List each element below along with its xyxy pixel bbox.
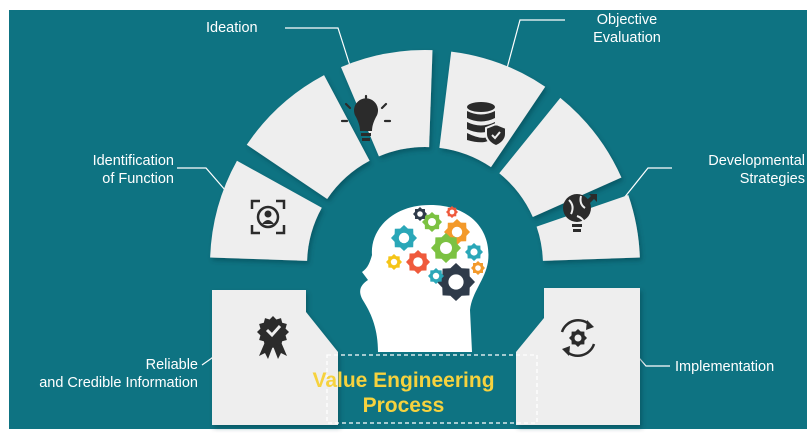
- label-identification-line2: of Function: [102, 171, 174, 187]
- gear-hole: [417, 211, 423, 217]
- gear-hole: [432, 272, 440, 280]
- gear-hole: [440, 242, 452, 254]
- connector-objective: [505, 19, 565, 73]
- lightbulb-icon: [340, 94, 392, 141]
- gear-hole: [451, 226, 463, 238]
- label-reliable-line2: and Credible Information: [39, 375, 198, 391]
- gear-hole: [475, 265, 481, 271]
- label-reliable-line1: Reliable: [145, 357, 198, 373]
- gear-hole: [448, 274, 464, 290]
- diagram-title-line1: Value Engineering: [312, 369, 495, 392]
- label-reliable-credible-information: Reliable and Credible Information: [20, 356, 198, 392]
- diagram-title: Value Engineering Process: [0, 368, 807, 418]
- segment-identification: [246, 75, 370, 200]
- gear-hole: [470, 248, 478, 256]
- cycle-gear-icon: [560, 318, 596, 358]
- label-objective-line2: Evaluation: [593, 30, 661, 46]
- label-objective-line1: Objective: [596, 12, 658, 28]
- connector-ideation: [285, 27, 353, 73]
- gear-hole: [398, 232, 410, 244]
- ring-segments: [210, 49, 640, 425]
- label-identification-of-function: Identification of Function: [62, 152, 174, 188]
- award-badge-icon: [257, 316, 289, 359]
- gear-hole: [449, 209, 455, 215]
- globe-bulb-icon: [563, 194, 597, 232]
- segment-developmental: [499, 97, 622, 218]
- focus-user-icon: [250, 199, 286, 235]
- connector-identification: [177, 167, 233, 199]
- title-dashed-box: [326, 354, 538, 424]
- label-developmental-line2: Strategies: [739, 171, 805, 187]
- segment-implementation: [536, 195, 640, 261]
- label-identification-line1: Identification: [92, 153, 174, 169]
- connector-developmental: [623, 167, 672, 199]
- gear-hole: [428, 218, 436, 226]
- label-ideation: Ideation: [206, 20, 258, 36]
- small-gear-hole: [574, 334, 582, 342]
- label-developmental-line1: Developmental: [708, 153, 805, 169]
- gear-hole: [390, 258, 398, 266]
- gear-hole: [413, 257, 423, 267]
- connector-lines: [177, 19, 672, 367]
- head-with-gears-icon: [360, 205, 489, 352]
- database-shield-icon: [467, 102, 507, 148]
- label-objective-evaluation: Objective Evaluation: [582, 11, 672, 47]
- diagram-title-line2: Process: [362, 394, 445, 417]
- label-implementation: Implementation: [675, 359, 775, 375]
- segment-reliable: [210, 160, 322, 261]
- segment-reliable-base: [212, 290, 338, 425]
- label-developmental-strategies: Developmental Strategies: [680, 152, 805, 188]
- segment-ideation: [340, 49, 433, 157]
